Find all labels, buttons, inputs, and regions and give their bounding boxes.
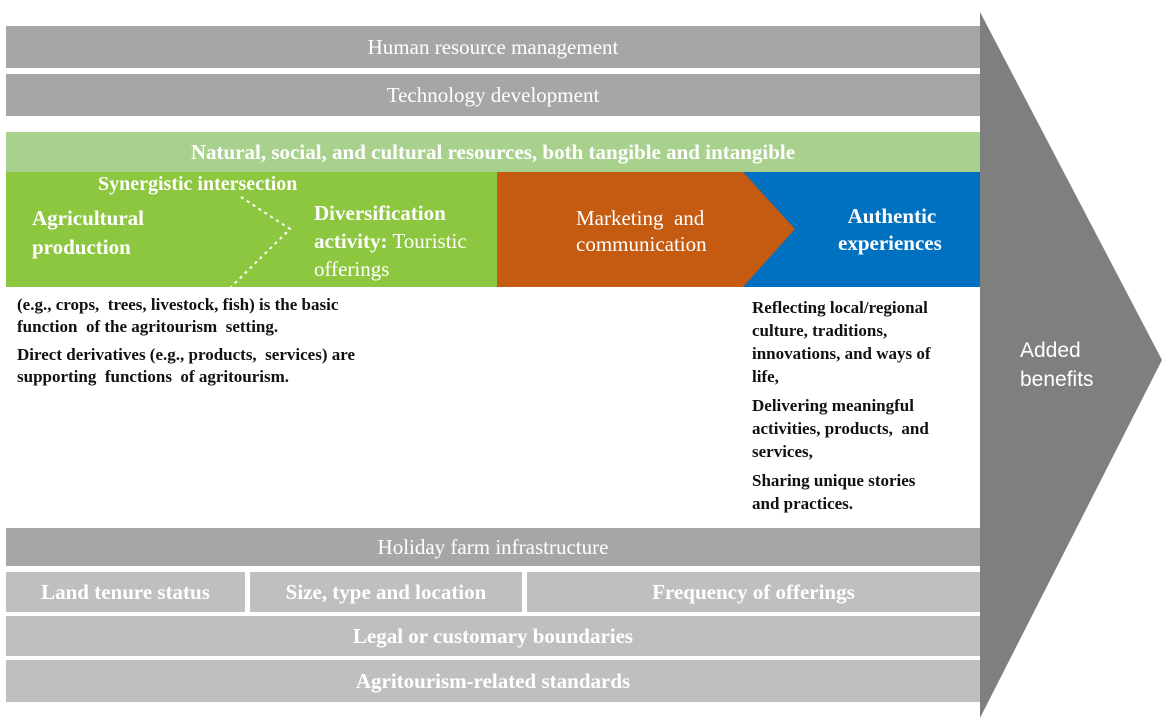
authentic-note-2: Delivering meaningful activities, produc… — [752, 394, 977, 463]
agri-note-2-l2: supporting functions of agritourism. — [17, 367, 290, 386]
marketing-block — [497, 172, 800, 287]
authentic-note-1: Reflecting local/regional culture, tradi… — [752, 296, 977, 388]
auth-note-2-l3: services, — [752, 442, 813, 461]
diversification-line3: offerings — [314, 257, 390, 281]
hr-management-bar: Human resource management — [6, 26, 980, 68]
land-tenure-label: Land tenure status — [41, 579, 210, 604]
agri-note-2-l1: Direct derivatives (e.g., products, serv… — [17, 345, 356, 364]
authentic-note-3: Sharing unique stories and practices. — [752, 469, 977, 515]
boundaries-bar: Legal or customary boundaries — [6, 616, 980, 656]
marketing-line1: Marketing and — [576, 206, 705, 230]
agri-note-2: Direct derivatives (e.g., products, serv… — [17, 344, 487, 388]
auth-note-1-l3: innovations, and ways of — [752, 344, 931, 363]
authentic-notes: Reflecting local/regional culture, tradi… — [752, 296, 977, 515]
auth-note-2-l1: Delivering meaningful — [752, 396, 914, 415]
added-benefits-line2: benefits — [1020, 368, 1094, 391]
auth-note-1-l1: Reflecting local/regional — [752, 298, 928, 317]
agri-line1: Agricultural — [32, 206, 144, 230]
authentic-line1: Authentic — [847, 204, 937, 228]
diversification-line2-bold: activity: — [314, 229, 388, 253]
resources-label: Natural, social, and cultural resources,… — [190, 139, 796, 164]
technology-development-label: Technology development — [386, 82, 600, 107]
added-benefits-line1: Added — [1020, 339, 1081, 362]
size-type-location-label: Size, type and location — [285, 579, 487, 604]
frequency-box: Frequency of offerings — [527, 572, 980, 612]
synergy-label: Synergistic intersection — [98, 173, 298, 195]
standards-label: Agritourism-related standards — [355, 668, 631, 693]
agri-line2: production — [32, 235, 131, 259]
infrastructure-label: Holiday farm infrastructure — [377, 534, 609, 559]
diversification-label: Diversification activity: Touristic offe… — [314, 199, 467, 283]
auth-note-2-l2: activities, products, and — [752, 419, 929, 438]
diversification-line2-rest: Touristic — [392, 229, 467, 253]
technology-development-bar: Technology development — [6, 74, 980, 116]
agri-notes: (e.g., crops, trees, livestock, fish) is… — [17, 294, 487, 388]
infrastructure-bar: Holiday farm infrastructure — [6, 528, 980, 566]
land-tenure-box: Land tenure status — [6, 572, 245, 612]
authentic-block — [743, 172, 980, 287]
auth-note-3-l1: Sharing unique stories — [752, 471, 916, 490]
auth-note-1-l4: life, — [752, 367, 779, 386]
agricultural-production-label: Agricultural production — [32, 204, 144, 262]
authentic-label: Authentic experiences — [838, 203, 942, 257]
authentic-line2: experiences — [838, 231, 942, 255]
boundaries-label: Legal or customary boundaries — [352, 623, 634, 648]
frequency-label: Frequency of offerings — [652, 579, 855, 604]
agri-diversification-block — [6, 172, 553, 287]
agri-note-1-l1: (e.g., crops, trees, livestock, fish) is… — [17, 295, 339, 314]
diversification-line1: Diversification — [314, 201, 446, 225]
marketing-line2: communication — [576, 232, 707, 256]
marketing-label: Marketing and communication — [576, 205, 707, 257]
auth-note-1-l2: culture, traditions, — [752, 321, 888, 340]
agri-note-1: (e.g., crops, trees, livestock, fish) is… — [17, 294, 487, 338]
size-type-location-box: Size, type and location — [250, 572, 522, 612]
hr-management-label: Human resource management — [367, 34, 619, 59]
auth-note-3-l2: and practices. — [752, 494, 854, 513]
standards-bar: Agritourism-related standards — [6, 660, 980, 702]
synergy-dotted-chevron — [230, 196, 292, 288]
resources-bar: Natural, social, and cultural resources,… — [6, 132, 980, 172]
agri-note-1-l2: function of the agritourism setting. — [17, 317, 279, 336]
added-benefits-label: Added benefits — [1020, 336, 1094, 394]
